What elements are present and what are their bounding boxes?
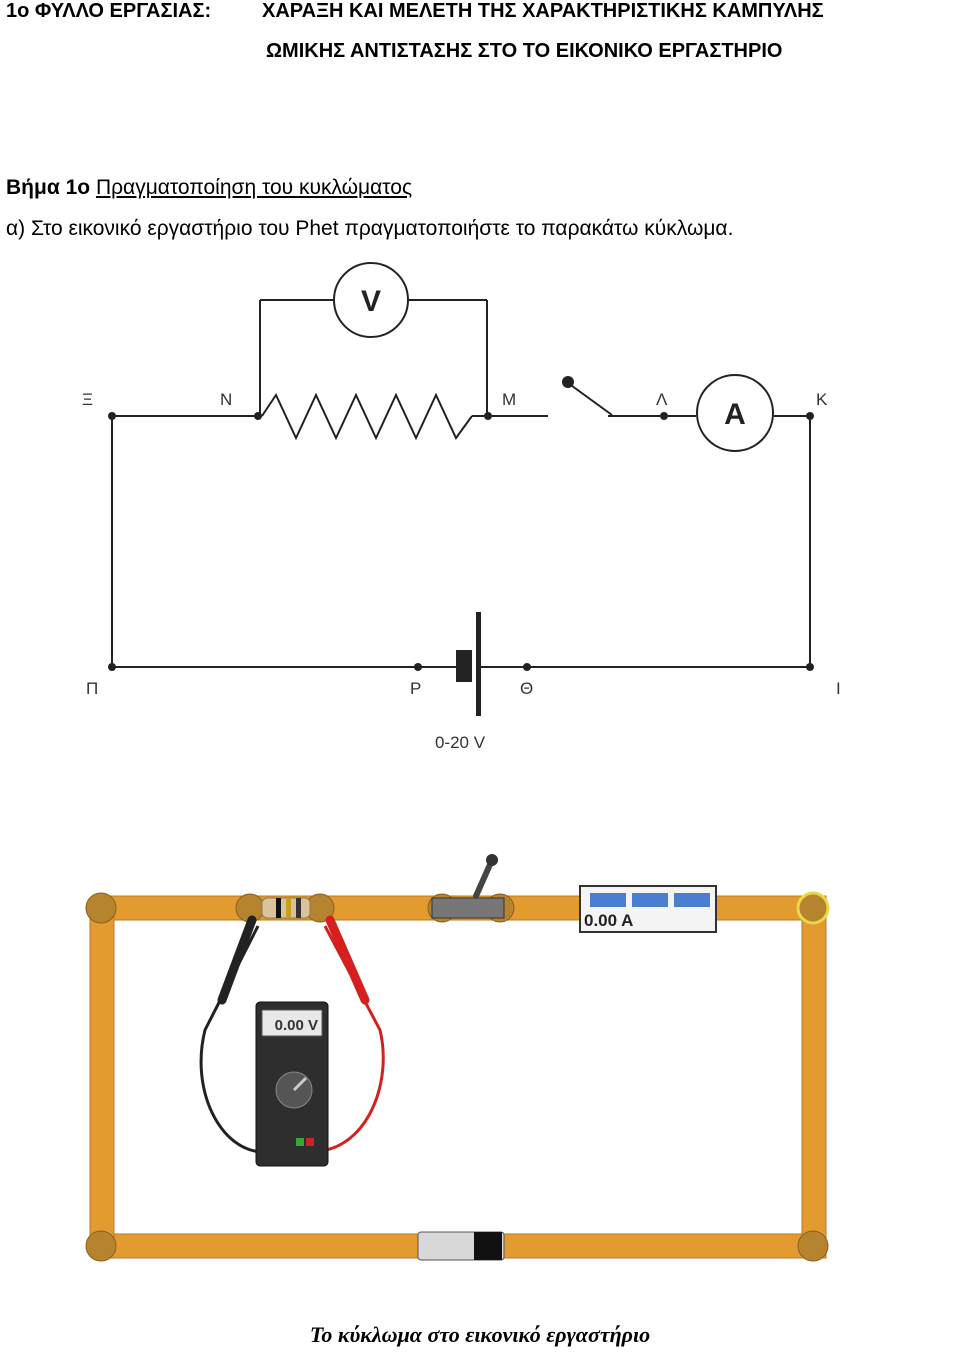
battery-positive-plate xyxy=(476,612,481,716)
probe-wire-black xyxy=(199,925,263,1154)
source-label: 0-20 V xyxy=(435,733,486,752)
battery[interactable] xyxy=(417,1231,505,1261)
sheet-label: 1ο ΦΥΛΛΟ ΕΡΓΑΣΙΑΣ: xyxy=(6,0,212,22)
figure-caption: Το κύκλωμα στο εικονικό εργαστήριο xyxy=(309,1322,651,1347)
label-rho: Ρ xyxy=(410,679,421,698)
label-m: Μ xyxy=(502,390,516,409)
resistor[interactable] xyxy=(261,897,311,919)
ammeter-reading: 0.00 A xyxy=(584,911,633,930)
label-k: Κ xyxy=(816,390,828,409)
step-label: Βήμα 1ο xyxy=(6,176,91,199)
step-heading: Βήμα 1ο Πραγματοποίηση του κυκλώματος xyxy=(6,176,412,200)
title-line-1: 1ο ΦΥΛΛΟ ΕΡΓΑΣΙΑΣ: ΧΑΡΑΞΗ ΚΑΙ ΜΕΛΕΤΗ ΤΗΣ … xyxy=(6,0,824,23)
title-line-2: ΩΜΙΚΗΣ ΑΝΤΙΣΤΑΣΗΣ ΣΤΟ ΤΟ ΕΙΚΟΝΙΚΟ ΕΡΓΑΣΤ… xyxy=(266,40,783,62)
ammeter-symbol xyxy=(696,374,774,452)
step-title: Πραγματοποίηση του κυκλώματος xyxy=(95,176,413,199)
wire-left xyxy=(89,904,115,1248)
probe-wire-red xyxy=(323,925,385,1152)
ammeter-letter: A xyxy=(724,398,746,431)
ammeter[interactable]: 0.00 A xyxy=(579,885,717,933)
voltmeter-letter: V xyxy=(361,285,381,318)
battery-negative-plate xyxy=(456,650,472,682)
label-pi: Π xyxy=(86,679,98,698)
voltmeter-symbol xyxy=(333,262,409,338)
label-n: Ν xyxy=(220,390,232,409)
resistor-symbol xyxy=(261,392,473,441)
voltmeter-reading: 0.00 V xyxy=(275,1017,318,1034)
label-theta: Θ xyxy=(520,679,533,698)
wire-right xyxy=(801,904,827,1248)
title-text-1: ΧΑΡΑΞΗ ΚΑΙ ΜΕΛΕΤΗ ΤΗΣ ΧΑΡΑΚΤΗΡΙΣΤΙΚΗΣ ΚΑ… xyxy=(262,0,824,22)
label-xi: Ξ xyxy=(82,390,93,409)
voltmeter[interactable]: 0.00 V xyxy=(255,1001,329,1167)
label-lambda: Λ xyxy=(656,390,668,409)
switch-symbol xyxy=(567,382,613,416)
switch[interactable] xyxy=(431,854,505,919)
instruction-text: α) Στο εικονικό εργαστήριο του Phet πραγ… xyxy=(6,217,734,240)
label-iota: Ι xyxy=(836,679,841,698)
